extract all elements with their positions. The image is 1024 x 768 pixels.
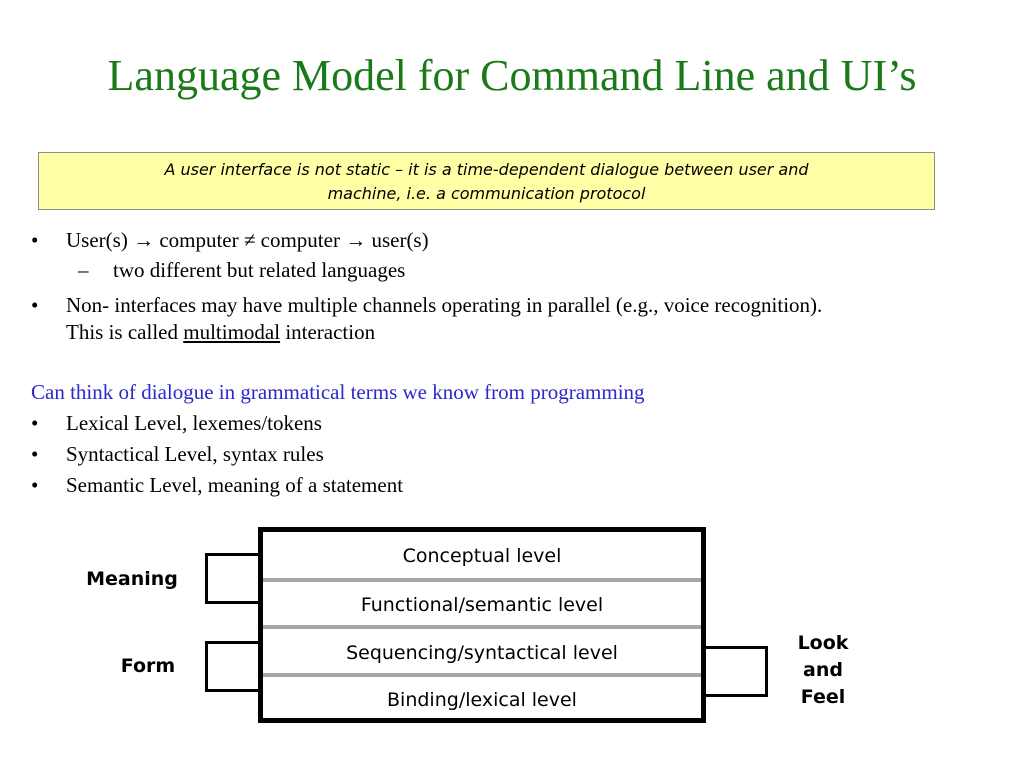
meaning-bracket <box>205 553 261 604</box>
level-binding-lexical: Binding/lexical level <box>387 689 577 711</box>
bullet-marker: • <box>31 228 39 252</box>
grammar-item-lexical: Lexical Level, lexemes/tokens <box>66 411 322 435</box>
multimodal-term: multimodal <box>183 320 281 344</box>
grammar-item-semantic: Semantic Level, meaning of a statement <box>66 473 404 497</box>
bullet-marker: • <box>31 411 39 435</box>
level-divider <box>263 625 701 629</box>
bullet-marker: • <box>31 442 39 466</box>
look-and-feel-line-1: Look <box>797 632 849 654</box>
bullet-marker: • <box>31 473 39 497</box>
bullet-1-mid: computer ≠ computer <box>154 228 346 252</box>
grammar-item-syntactical: Syntactical Level, syntax rules <box>66 442 324 466</box>
bullet-multichannel-line-1: Non- interfaces may have multiple channe… <box>66 293 823 317</box>
arrow-right-icon: → <box>345 228 367 252</box>
meaning-label: Meaning <box>86 568 178 590</box>
bullet-user-computer: User(s) → computer ≠ computer → user(s) <box>66 227 429 253</box>
level-divider <box>263 578 701 582</box>
grammar-intro: Can think of dialogue in grammatical ter… <box>31 380 645 404</box>
look-and-feel-line-2: and <box>803 659 843 681</box>
callout-line-1: A user interface is not static – it is a… <box>164 160 809 179</box>
levels-stack: Conceptual level Functional/semantic lev… <box>258 527 706 723</box>
bullet-marker: • <box>31 293 39 317</box>
sub-bullet-dash: – <box>78 258 89 282</box>
multimodal-pre: This is called <box>66 320 184 344</box>
sub-bullet-languages: two different but related languages <box>113 258 406 282</box>
level-functional-semantic: Functional/semantic level <box>360 594 604 616</box>
bullet-1-pre: User(s) <box>66 228 134 252</box>
form-label: Form <box>120 655 176 677</box>
slide-title: Language Model for Command Line and UI’s <box>107 51 917 100</box>
bullet-1-post: user(s) <box>366 228 429 252</box>
multimodal-post: interaction <box>280 320 376 344</box>
bullet-multichannel-line-2: This is called multimodal interaction <box>66 319 375 345</box>
definition-callout: A user interface is not static – it is a… <box>38 152 935 210</box>
level-conceptual: Conceptual level <box>402 545 562 567</box>
look-and-feel-line-3: Feel <box>800 686 846 708</box>
arrow-right-icon: → <box>133 228 155 252</box>
level-sequencing-syntactical: Sequencing/syntactical level <box>346 642 618 664</box>
look-and-feel-bracket <box>703 646 768 697</box>
level-divider <box>263 673 701 677</box>
look-and-feel-label: Look and Feel <box>776 630 870 711</box>
form-bracket <box>205 641 261 692</box>
callout-line-2: machine, i.e. a communication protocol <box>327 184 646 203</box>
